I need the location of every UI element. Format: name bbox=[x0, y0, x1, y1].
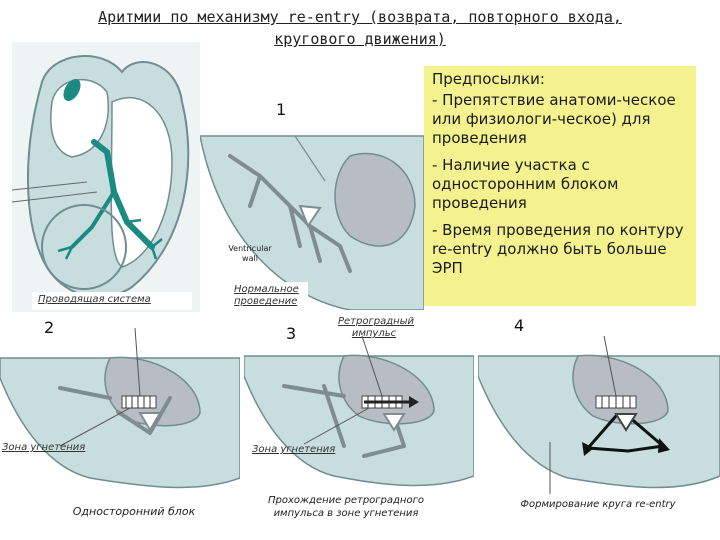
pointer-line-1 bbox=[12, 181, 88, 191]
panel-3-zone-label: Зона угнетения bbox=[252, 444, 336, 455]
heart-conduction-panel: Проводящая система bbox=[12, 42, 200, 312]
triangle-junction bbox=[614, 413, 638, 432]
panel-3-retro-label: Ретроградный импульс bbox=[338, 316, 415, 339]
pointer-line-2 bbox=[12, 191, 98, 203]
panel-1-normal: 1 Ventricular wall Нормальное проведение bbox=[200, 96, 424, 310]
left-bundle-branch bbox=[70, 190, 116, 249]
pointer-line bbox=[134, 327, 141, 397]
triangle-junction bbox=[138, 412, 162, 432]
impulse-arrows bbox=[58, 386, 172, 435]
title-line-2: кругового движения) bbox=[274, 30, 446, 48]
panel-1-illustration bbox=[200, 135, 424, 310]
zone-pointer bbox=[59, 407, 131, 447]
block-zone bbox=[121, 395, 157, 409]
page-title: Аритмии по механизму re-entry (возврата,… bbox=[0, 6, 720, 50]
purkinje-fibers bbox=[57, 218, 163, 260]
note-item-1: - Препятствие анатоми-ческое или физиоло… bbox=[432, 91, 676, 147]
panel-1-caption: Нормальное проведение bbox=[234, 284, 299, 307]
panel-2-zone-label: Зона угнетения bbox=[2, 442, 86, 453]
pointer-line bbox=[361, 335, 383, 397]
impulse-arrows bbox=[228, 154, 352, 273]
panel-3-illustration bbox=[244, 335, 474, 487]
sinus-node bbox=[63, 79, 81, 101]
heart-caption: Проводящая система bbox=[38, 294, 151, 305]
reentry-arrows bbox=[586, 414, 665, 453]
panel-1-number: 1 bbox=[276, 100, 287, 119]
heart-illustration bbox=[12, 42, 200, 312]
panel-4-number: 4 bbox=[514, 316, 525, 335]
panel-2-caption: Односторонний блок bbox=[34, 492, 234, 532]
fiber-divider bbox=[294, 135, 326, 182]
title-line-1: Аритмии по механизму re-entry (возврата,… bbox=[98, 8, 622, 26]
cavity bbox=[334, 152, 416, 247]
magnify-circle bbox=[41, 204, 127, 290]
zone-pointer bbox=[303, 407, 370, 445]
note-header: Предпосылки: bbox=[432, 70, 545, 88]
note-item-3: - Время проведения по контуру re-entry д… bbox=[432, 221, 684, 277]
panel-3-retrograde: 3 Ретроградный импульс Зона угнетения Пр… bbox=[244, 316, 474, 540]
panel-4-illustration bbox=[478, 335, 720, 494]
panel-4-caption: Формирование круга re-entry bbox=[480, 494, 716, 516]
panel-3-caption: Прохождение ретроградного импульса в зон… bbox=[256, 490, 436, 536]
ventricular-wall-label: Ventricular wall bbox=[228, 244, 272, 263]
triangle-junction bbox=[298, 204, 322, 229]
triangle-junction bbox=[382, 413, 406, 432]
prerequisites-note: Предпосылки: - Препятствие анатоми-ческо… bbox=[424, 66, 696, 306]
panel-2-unidirectional-block: 2 Зона угнетения Односторонний блок bbox=[0, 318, 240, 540]
panel-3-number: 3 bbox=[286, 324, 297, 343]
panel-4-reentry-circuit: 4 Формирование круга re-entry bbox=[478, 316, 720, 540]
panel-2-number: 2 bbox=[44, 318, 55, 337]
panel-2-illustration bbox=[0, 327, 240, 489]
pointer-line bbox=[603, 335, 617, 397]
note-item-2: - Наличие участка с односторонним блоком… bbox=[432, 156, 619, 212]
impulse-arrows bbox=[282, 384, 406, 458]
